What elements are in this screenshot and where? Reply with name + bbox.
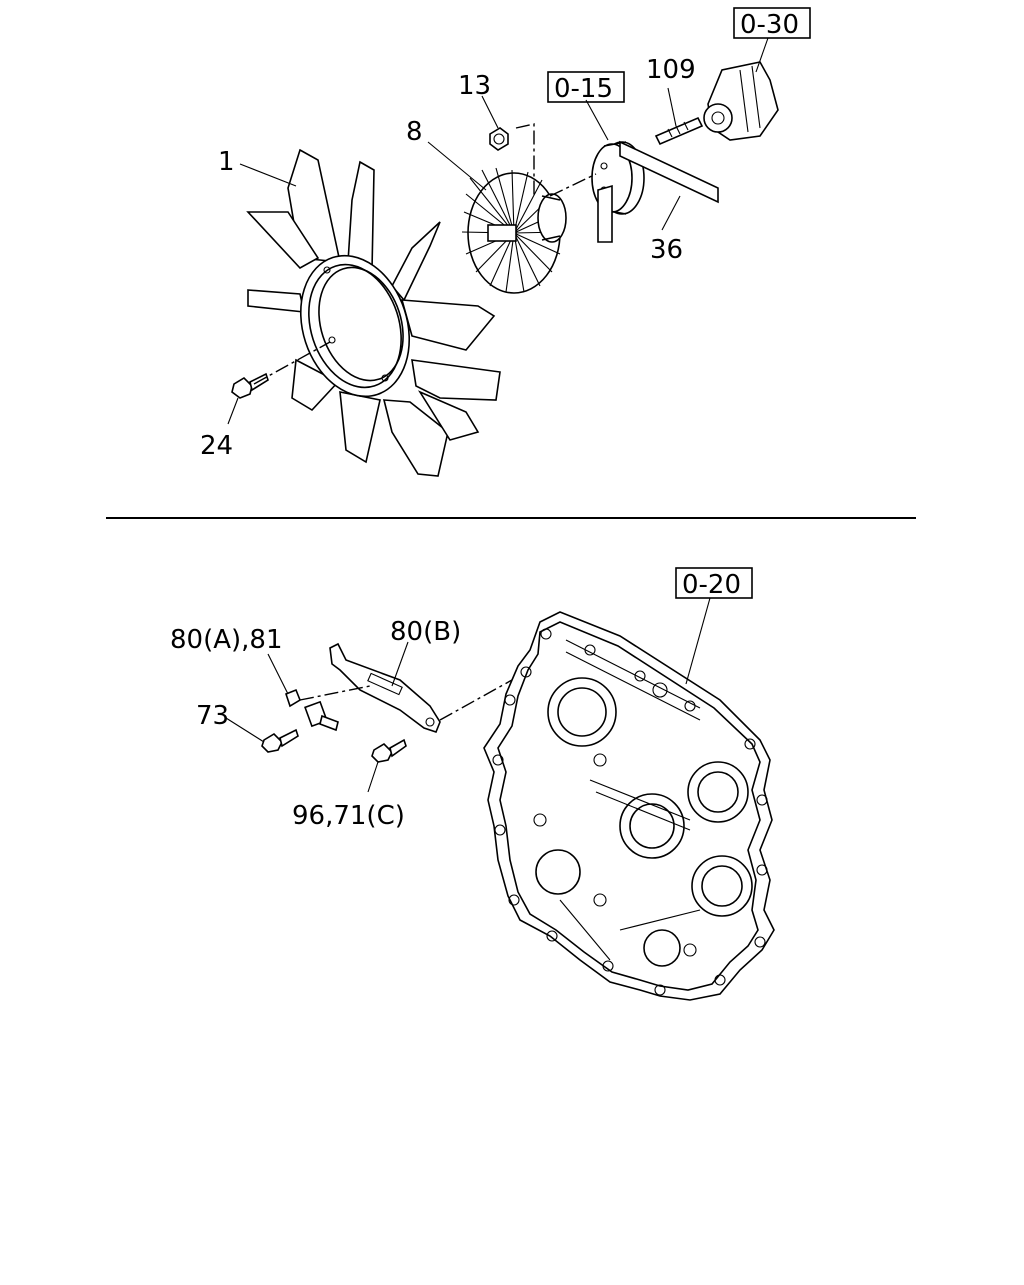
- callout-1: 1: [218, 147, 235, 177]
- bolt-96-71c: [371, 738, 407, 763]
- bolt-24: [231, 372, 269, 399]
- callout-109: 109: [646, 55, 696, 85]
- timing-gear-case: [483, 611, 775, 1001]
- assembly-lines-lower: [299, 679, 513, 721]
- ref-label-0-20: 0-20: [682, 570, 741, 600]
- ref-label-0-30: 0-30: [740, 10, 799, 40]
- ref-box-0-30: [733, 7, 811, 39]
- assembly-lines-upper: [253, 123, 597, 385]
- leader-lines-upper: [227, 37, 769, 425]
- fan-clutch: [461, 167, 567, 294]
- ref-label-0-15: 0-15: [554, 74, 613, 104]
- callout-24: 24: [200, 431, 233, 461]
- stud-109: [654, 116, 704, 146]
- callout-13: 13: [458, 71, 491, 101]
- bracket-80b: [329, 642, 441, 733]
- nut-13: [489, 127, 509, 151]
- stud-80a-81: [285, 688, 339, 732]
- ref-box-0-15: [547, 71, 625, 103]
- callout-96-71c: 96,71(C): [292, 801, 405, 831]
- callout-80b: 80(B): [390, 617, 461, 647]
- water-pump: [703, 61, 779, 141]
- leader-lines-lower: [225, 597, 711, 793]
- cooling-fan: [246, 148, 501, 477]
- bolt-73: [261, 728, 299, 753]
- callout-8: 8: [406, 117, 423, 147]
- callout-73: 73: [196, 701, 229, 731]
- ref-box-0-20: [675, 567, 753, 599]
- callout-36: 36: [650, 235, 683, 265]
- callout-80a-81: 80(A),81: [170, 625, 283, 655]
- v-belt: [597, 140, 719, 243]
